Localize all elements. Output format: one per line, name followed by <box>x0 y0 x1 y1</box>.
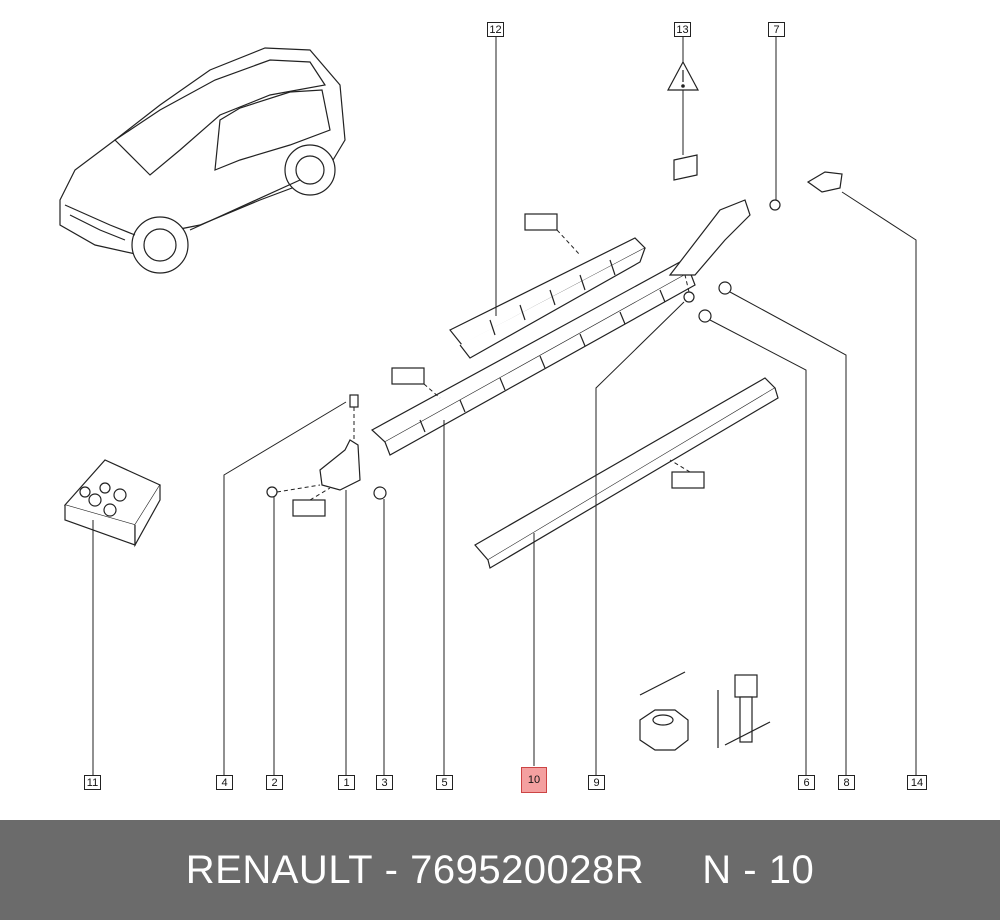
rail-5-illustration <box>370 261 696 456</box>
callout-label-13: 13 <box>674 22 691 37</box>
footer-gap <box>644 848 702 893</box>
dash-box-1 <box>292 487 331 517</box>
clip-8-illustration <box>718 281 732 295</box>
clip-6-illustration <box>698 309 712 323</box>
callout-label-6: 6 <box>798 775 815 790</box>
callout-label-4: 4 <box>216 775 233 790</box>
moulding-10-illustration <box>474 377 779 569</box>
clip-3-illustration <box>373 486 387 500</box>
rail-12-illustration <box>449 237 646 359</box>
callout-label-10-highlighted: 10 <box>521 767 547 793</box>
clip-9-illustration <box>683 274 695 303</box>
callout-label-12: 12 <box>487 22 504 37</box>
clip-7-illustration <box>769 199 781 211</box>
callout-label-1: 1 <box>338 775 355 790</box>
footer-bar: RENAULT - 769520028R N - 10 <box>0 820 1000 920</box>
clip-2-illustration <box>266 484 321 498</box>
parts-diagram <box>59 37 917 775</box>
plate-13-illustration <box>673 154 698 181</box>
dash-box-10 <box>669 459 705 489</box>
callout-label-8: 8 <box>838 775 855 790</box>
nut-illustration <box>639 671 689 751</box>
car-illustration <box>59 47 346 274</box>
callout-label-9: 9 <box>588 775 605 790</box>
sill-end-cap-illustration <box>668 199 751 276</box>
part-14-illustration <box>806 171 843 193</box>
separator: - <box>373 847 411 892</box>
callout-label-7: 7 <box>768 22 785 37</box>
clip-box-illustration <box>63 459 161 548</box>
callout-label-14: 14 <box>907 775 927 790</box>
callout-label-11: 11 <box>84 775 101 790</box>
dash-box-5 <box>391 367 441 399</box>
bolt-illustration <box>717 674 771 748</box>
leader-lines <box>92 37 917 775</box>
dash-box-12 <box>524 213 581 256</box>
callout-label-2: 2 <box>266 775 283 790</box>
callout-label-5: 5 <box>436 775 453 790</box>
callout-label-3: 3 <box>376 775 393 790</box>
bracket-1-illustration <box>319 439 361 491</box>
warning-triangle-icon <box>666 60 700 91</box>
part-number: 769520028R <box>410 847 645 892</box>
clip-4-illustration <box>349 394 359 440</box>
brand-name: RENAULT <box>185 847 374 892</box>
page-reference: N - 10 <box>702 847 815 892</box>
